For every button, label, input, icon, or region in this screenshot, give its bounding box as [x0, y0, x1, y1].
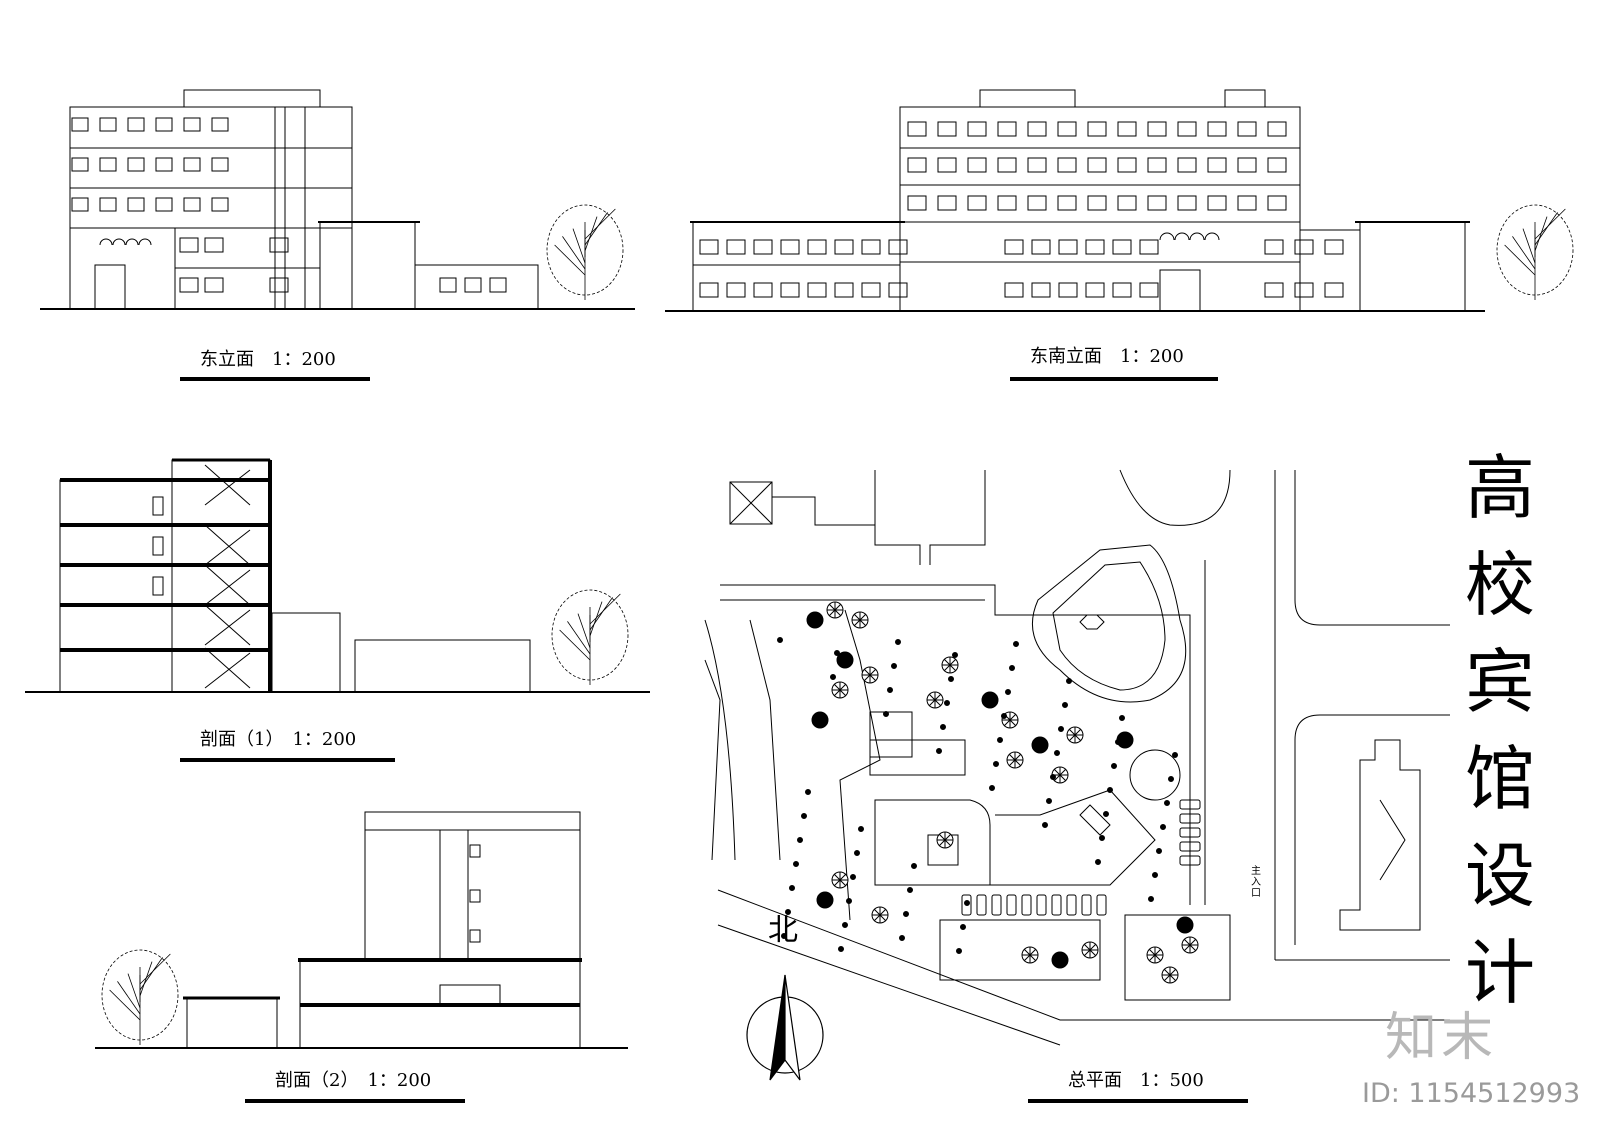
north-arrow-icon — [746, 974, 824, 1081]
main-entrance-label: 主入口 — [1251, 866, 1261, 899]
label-underlines — [180, 377, 1248, 1103]
title-char: 馆 — [1465, 738, 1535, 820]
title-char: 计 — [1465, 932, 1535, 1014]
east-elevation-drawing — [40, 89, 635, 310]
title-char: 校 — [1465, 544, 1535, 626]
section-2-label: 剖面（2） 1：200 — [275, 1070, 432, 1091]
title-char: 设 — [1465, 835, 1535, 917]
watermark-id: ID: 1154512993 — [1362, 1078, 1581, 1109]
section-1-drawing — [25, 458, 650, 693]
title-char: 宾 — [1465, 641, 1535, 723]
site-plan-label: 总平面 1：500 — [1068, 1070, 1204, 1091]
watermark-logo: 知末 — [1385, 1008, 1498, 1068]
tree-symbols — [101, 204, 1574, 1045]
drawing-title: 高 校 宾 馆 设 计 — [1455, 440, 1545, 1022]
southeast-elevation-drawing — [665, 89, 1485, 312]
section-1-label: 剖面（1） 1：200 — [200, 729, 357, 750]
title-char: 高 — [1465, 447, 1535, 529]
east-elevation-label: 东立面 1：200 — [200, 349, 336, 370]
southeast-elevation-label: 东南立面 1：200 — [1030, 346, 1184, 367]
site-plan-drawing — [704, 469, 1450, 1046]
north-label: 北 — [768, 913, 798, 948]
section-2-drawing — [95, 811, 628, 1049]
